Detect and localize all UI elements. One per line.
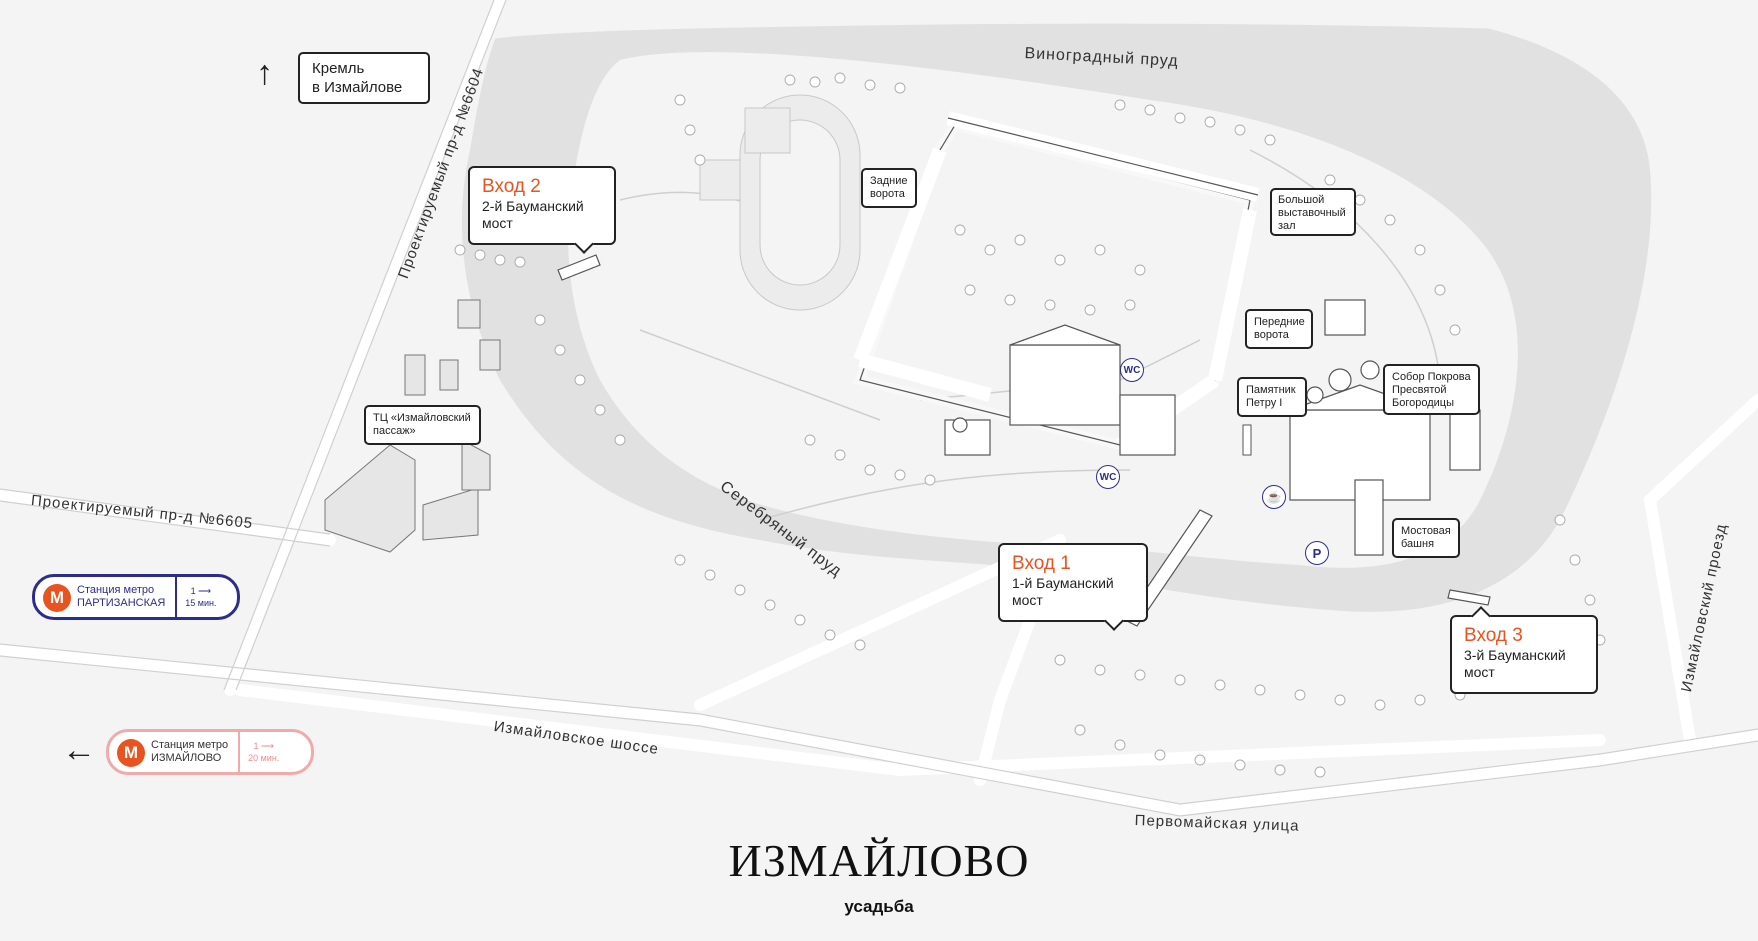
metro-partizanskaya[interactable]: M Станция метро ПАРТИЗАНСКАЯ 1 ⟶ 15 мин. <box>32 574 240 620</box>
entrance-3-title: Вход 3 <box>1464 625 1523 646</box>
place-tc[interactable]: ТЦ «Измайловский пассаж» <box>364 405 481 445</box>
place-tc-line2: пассаж» <box>373 425 416 437</box>
entrance-3-line2: мост <box>1464 664 1495 680</box>
place-mostovaya-line1: Мостовая <box>1401 525 1451 537</box>
place-pamyatnik-line2: Петру I <box>1246 397 1283 409</box>
place-perednie-line2: ворота <box>1254 329 1289 341</box>
place-perednie-vorota[interactable]: Передние ворота <box>1245 309 1313 349</box>
place-bolshoy-line1: Большой <box>1278 194 1325 206</box>
metro-icon: M <box>43 584 71 612</box>
metro-izmaylovo-time: 1 ⟶ 20 мин. <box>238 732 287 772</box>
wc-icon[interactable]: WC <box>1120 358 1144 382</box>
metro-partizanskaya-line2: ПАРТИЗАНСКАЯ <box>77 597 166 609</box>
entrance-1[interactable]: Вход 1 1-й Бауманский мост <box>998 543 1148 631</box>
place-bolshoy-line3: зал <box>1278 220 1296 232</box>
parking-icon[interactable]: P <box>1305 541 1329 565</box>
wc-icon[interactable]: WC <box>1096 465 1120 489</box>
entrance-3-line1: 3-й Бауманский <box>1464 647 1566 663</box>
metro-izmaylovo-line2: ИЗМАЙЛОВО <box>151 752 222 764</box>
place-tc-line1: ТЦ «Измайловский <box>373 412 471 424</box>
kremlin-line2: в Измайлове <box>312 79 403 96</box>
walk-icon: 1 ⟶ <box>190 586 212 596</box>
metro-izmaylovo[interactable]: M Станция метро ИЗМАЙЛОВО 1 ⟶ 20 мин. <box>106 729 314 775</box>
brand-subtitle: усадьба <box>844 897 914 916</box>
place-pamyatnik-line1: Памятник <box>1246 384 1296 396</box>
place-perednie-line1: Передние <box>1254 316 1305 328</box>
place-bolshoy-zal[interactable]: Большой выставочный зал <box>1270 188 1356 236</box>
place-mostovaya-line2: башня <box>1401 538 1435 550</box>
metro-partizanskaya-minutes: 15 мин. <box>185 598 217 608</box>
kremlin-label[interactable]: Кремль в Измайлове <box>298 52 430 104</box>
entrance-1-line2: мост <box>1012 592 1043 608</box>
arrow-left-icon: ← <box>62 731 96 769</box>
entrance-2-title: Вход 2 <box>482 176 541 197</box>
place-mostovaya[interactable]: Мостовая башня <box>1392 518 1460 558</box>
entrance-1-line1: 1-й Бауманский <box>1012 575 1114 591</box>
road-edges <box>0 0 1758 817</box>
cup-icon[interactable]: ☕ <box>1262 485 1286 509</box>
place-sobor-line2: Пресвятой <box>1392 384 1447 396</box>
entrance-1-title: Вход 1 <box>1012 553 1071 574</box>
place-zadnie-line2: ворота <box>870 188 905 200</box>
place-pamyatnik[interactable]: Памятник Петру I <box>1237 377 1307 417</box>
place-zadnie-vorota[interactable]: Задние ворота <box>861 168 917 208</box>
place-sobor-line3: Богородицы <box>1392 397 1454 409</box>
arrow-up-icon: ↑ <box>256 54 273 92</box>
entrance-3[interactable]: Вход 3 3-й Бауманский мост <box>1450 606 1598 694</box>
entrance-2[interactable]: Вход 2 2-й Бауманский мост <box>468 166 616 254</box>
place-sobor[interactable]: Собор Покрова Пресвятой Богородицы <box>1383 364 1480 415</box>
metro-partizanskaya-time: 1 ⟶ 15 мин. <box>175 577 224 617</box>
metro-izmaylovo-name: Станция метро ИЗМАЙЛОВО <box>151 732 238 772</box>
walk-icon: 1 ⟶ <box>253 741 274 751</box>
tc-buildings <box>324 299 501 553</box>
metro-izmaylovo-minutes: 20 мин. <box>248 753 280 763</box>
cathedral-domes <box>952 360 1407 433</box>
metro-partizanskaya-name: Станция метро ПАРТИЗАНСКАЯ <box>77 577 175 617</box>
place-zadnie-line1: Задние <box>870 175 908 187</box>
estate-buildings <box>853 111 1481 556</box>
trees <box>454 72 1606 778</box>
kremlin-line1: Кремль <box>312 60 365 77</box>
metro-icon: M <box>117 739 145 767</box>
entrance-2-line2: мост <box>482 215 513 231</box>
place-bolshoy-line2: выставочный <box>1278 207 1346 219</box>
metro-partizanskaya-line1: Станция метро <box>77 584 155 596</box>
entrance-2-line1: 2-й Бауманский <box>482 198 584 214</box>
brand-title: ИЗМАЙЛОВО <box>728 835 1030 886</box>
place-sobor-line1: Собор Покрова <box>1392 371 1471 383</box>
metro-izmaylovo-line1: Станция метро <box>151 739 229 751</box>
